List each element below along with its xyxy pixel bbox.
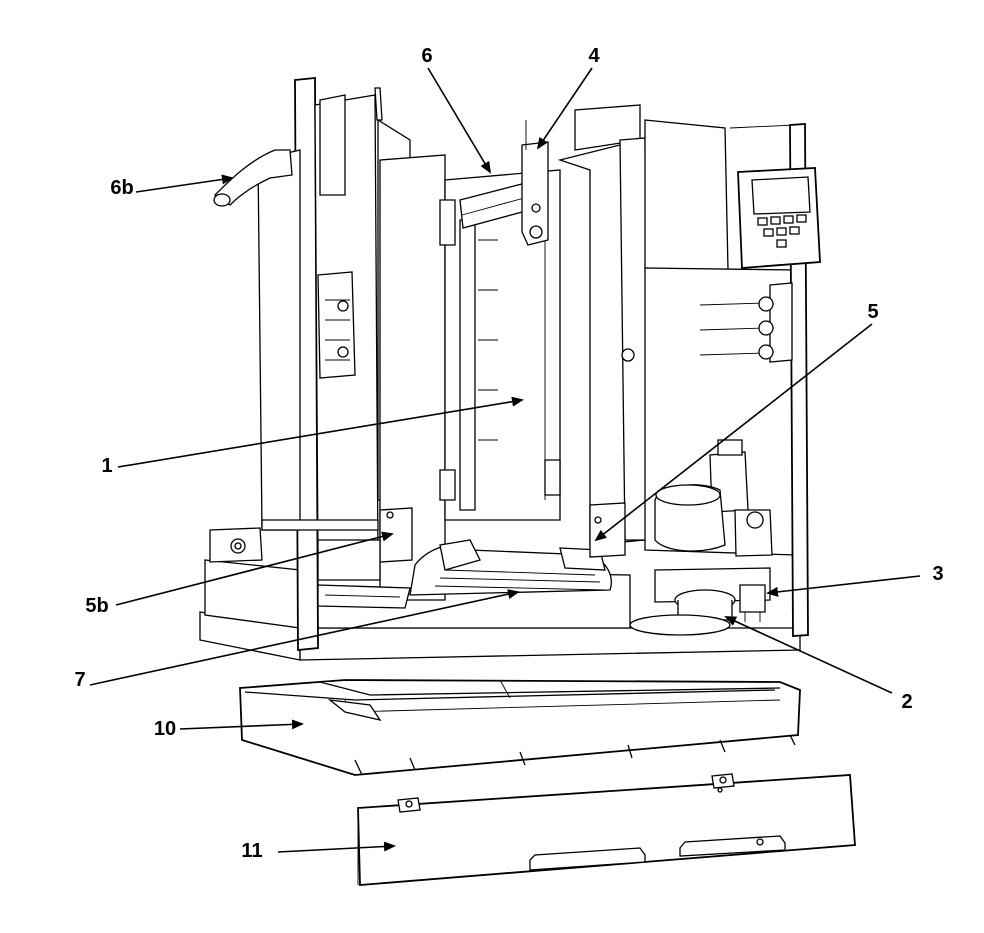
callout-6: 6 xyxy=(421,45,432,67)
blower-motor-icon xyxy=(629,484,771,636)
leader-lines xyxy=(89,67,921,853)
leader-5 xyxy=(594,323,873,542)
control-keypad-icon xyxy=(737,167,821,269)
callout-11: 11 xyxy=(241,840,262,862)
leader-1 xyxy=(117,396,524,468)
unit-frame xyxy=(199,77,821,661)
leader-6b xyxy=(135,174,234,193)
leader-7 xyxy=(89,589,520,686)
callout-3: 3 xyxy=(932,563,943,585)
callout-1: 1 xyxy=(101,455,112,477)
leader-10 xyxy=(179,719,304,730)
drain-pan xyxy=(239,679,801,776)
leader-2 xyxy=(724,616,893,694)
callout-2: 2 xyxy=(901,691,912,713)
callout-5b: 5b xyxy=(85,595,108,617)
leader-11 xyxy=(277,841,396,853)
callout-labels: 6 4 6b 5 1 5b 3 7 2 10 11 xyxy=(74,45,943,862)
leader-3 xyxy=(766,575,921,597)
callout-10: 10 xyxy=(154,718,176,740)
callout-7: 7 xyxy=(74,669,85,691)
leader-4 xyxy=(536,67,593,150)
callout-6b: 6b xyxy=(110,177,133,199)
callout-4: 4 xyxy=(588,45,600,67)
leader-6 xyxy=(427,67,492,174)
leader-5b xyxy=(115,531,394,606)
bottom-panel xyxy=(357,773,856,886)
callout-5: 5 xyxy=(867,301,878,323)
